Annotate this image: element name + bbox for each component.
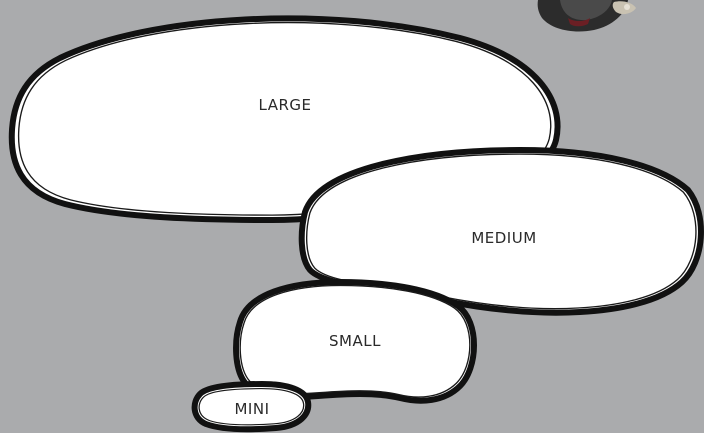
mini-label: MINI bbox=[234, 400, 269, 418]
mini-shape: MINI bbox=[195, 384, 309, 429]
medium-label: MEDIUM bbox=[471, 229, 536, 247]
large-label: LARGE bbox=[259, 96, 312, 114]
product-photo bbox=[538, 0, 636, 32]
small-label: SMALL bbox=[329, 332, 381, 350]
